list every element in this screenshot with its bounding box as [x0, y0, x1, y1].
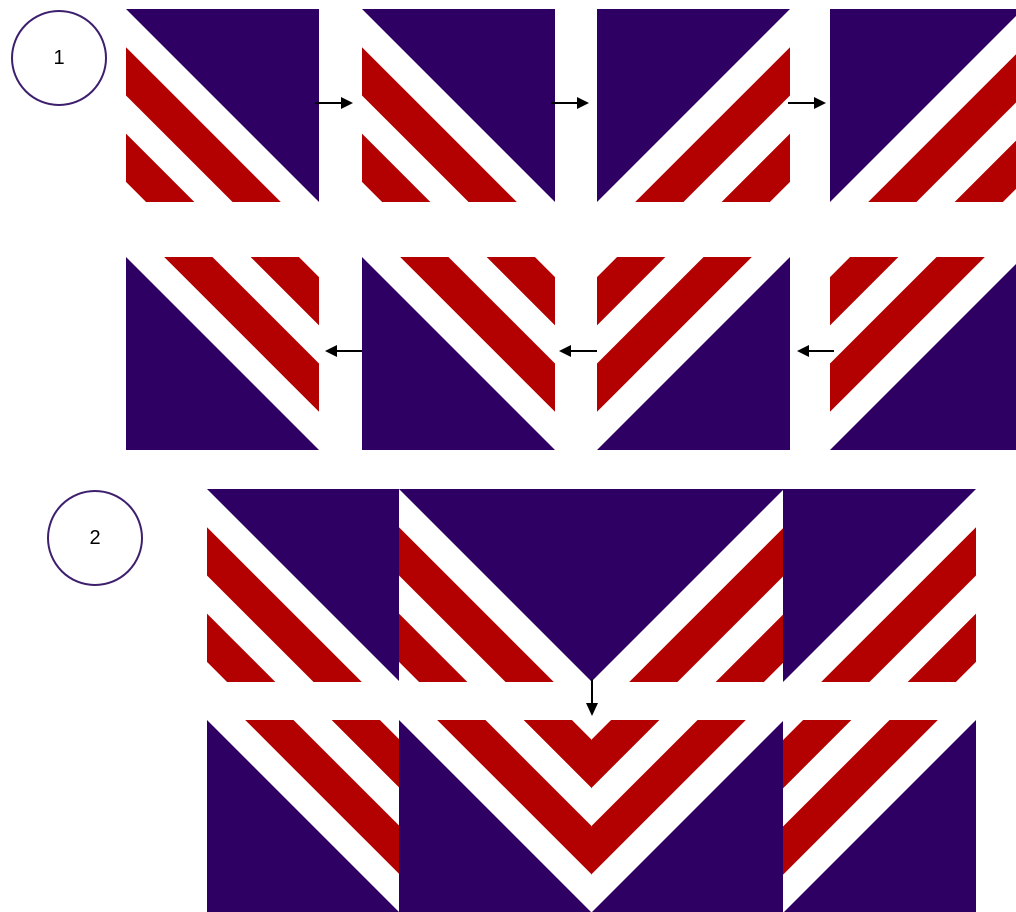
step1-unit-r2-c1	[126, 257, 319, 450]
step1-unit-r1-c1	[126, 9, 319, 202]
step2-unit-bottom-right	[783, 720, 976, 912]
arrow-right-icon	[788, 97, 826, 109]
arrow-down-icon	[586, 679, 598, 716]
step2-unit-bottom-left	[207, 720, 400, 912]
step1-unit-r2-c3	[597, 257, 790, 450]
arrow-right-icon	[315, 97, 353, 109]
step2-unit-top-center-left	[399, 489, 592, 682]
step1-unit-r1-c4	[830, 9, 1016, 202]
arrow-left-icon	[797, 345, 834, 357]
arrow-right-icon	[551, 97, 589, 109]
step2-unit-bottom-center-left	[399, 720, 592, 912]
step1-unit-r1-c3	[597, 9, 790, 202]
step2-unit-top-left	[207, 489, 400, 682]
step1-unit-r2-c4	[830, 257, 1016, 450]
arrow-left-icon	[559, 345, 597, 357]
step1-unit-r2-c2	[362, 257, 555, 450]
step2-unit-top-center-right	[591, 489, 784, 682]
arrow-left-icon	[325, 345, 362, 357]
step2-unit-top-right	[783, 489, 976, 682]
step1-unit-r1-c2	[362, 9, 555, 202]
step2-unit-bottom-center-right	[591, 720, 784, 912]
